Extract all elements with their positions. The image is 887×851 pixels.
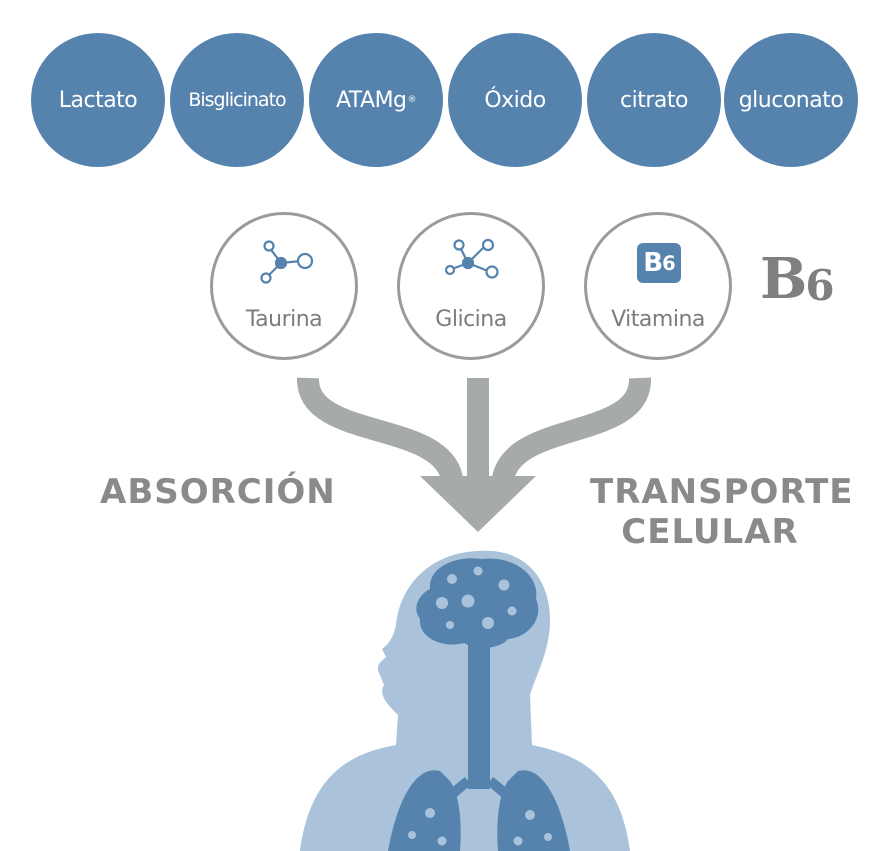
form-circle-gluconato: gluconato [724,33,858,167]
brain-spots [436,566,517,629]
form-label: Óxido [484,87,546,113]
form-circle-citrato: citrato [587,33,721,167]
cofactor-label: Vitamina [611,307,705,332]
cofactor-label: Taurina [245,307,323,332]
badge-letter: B [643,248,663,278]
trachea [468,639,490,789]
magnesium-forms-row: Lactato Bisglicinato ATAMg® Óxido citrat… [0,0,887,170]
form-label: citrato [620,87,688,113]
form-circle-oxido: Óxido [448,33,582,167]
arrow-head [420,476,536,532]
celular-line: CELULAR [621,512,799,552]
badge-sub: 6 [662,251,676,275]
transporte-celular-label: TRANSPORTE CELULAR [590,472,854,552]
form-label: Lactato [58,87,138,113]
human-figure [300,550,630,851]
form-circle-atamg: ATAMg® [309,33,443,167]
right-lung [497,770,570,851]
form-circle-bisglicinato: Bisglicinato [170,33,304,167]
molecule-icon [444,238,499,279]
lung-spots [408,808,552,846]
b6-large-text: B6 [760,246,835,312]
arrow-from-taurina [296,377,463,482]
converging-arrows [296,377,652,532]
form-label: gluconato [738,87,844,113]
b6-sub: 6 [805,261,834,311]
cofactor-circle-glicina: Glicina [397,212,545,360]
body-silhouette [300,550,630,851]
form-label: ATAMg [335,87,407,113]
left-lung [388,770,461,851]
transporte-line: TRANSPORTE [590,472,854,512]
cofactor-circle-taurina: Taurina [210,212,358,360]
molecule-icon [260,240,314,284]
cofactor-label: Glicina [435,307,507,332]
b6-letter: B [760,246,807,312]
arrow-from-vitamina [492,377,652,482]
absorcion-label: ABSORCIÓN [100,472,336,512]
form-circle-lactato: Lactato [31,33,165,167]
form-label: Bisglicinato [188,89,286,111]
registered-mark: ® [407,95,417,105]
